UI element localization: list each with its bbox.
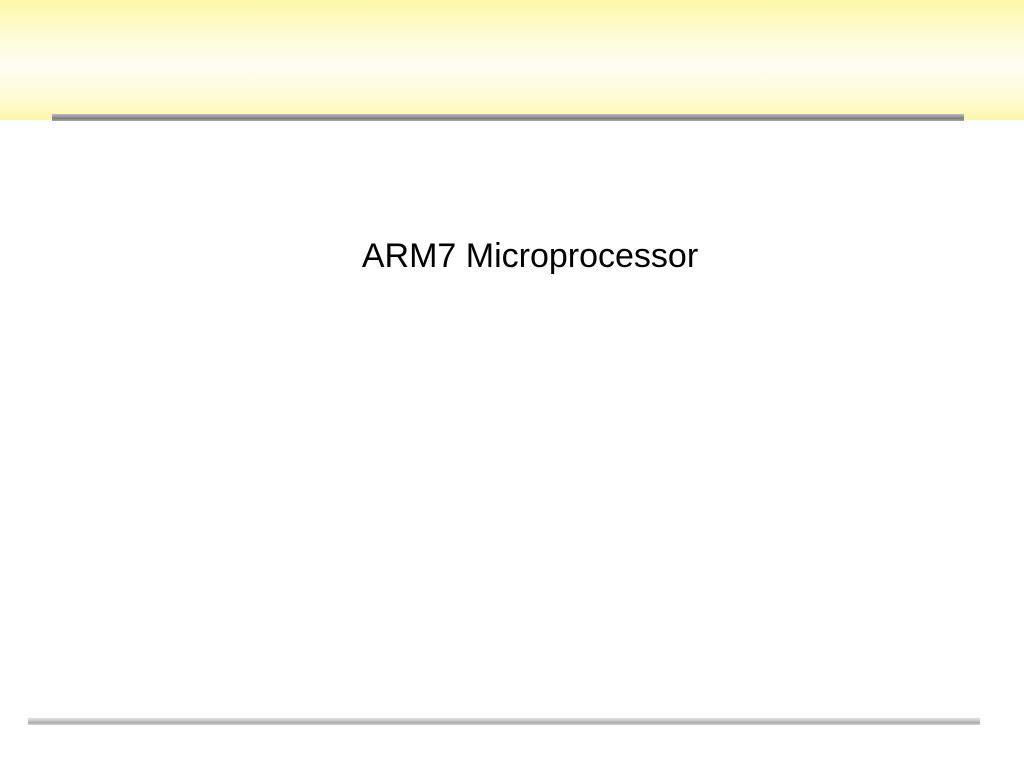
header-band [0,0,1024,120]
header-divider [52,114,964,121]
footer-divider [28,718,980,725]
slide-title: ARM7 Microprocessor [361,237,699,275]
